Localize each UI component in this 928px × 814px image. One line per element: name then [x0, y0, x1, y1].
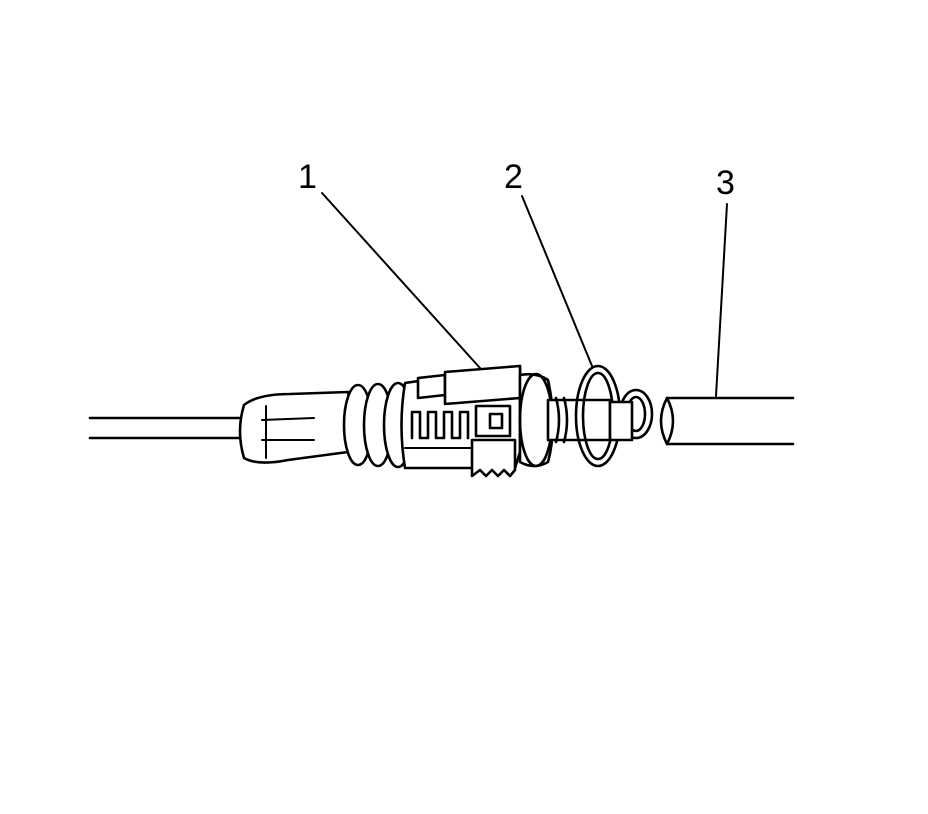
small-ring: [608, 388, 654, 442]
callout-2: 2: [504, 158, 523, 196]
leader-line-2: [521, 195, 593, 367]
terminal-shaft: [546, 396, 612, 444]
terminal-barrel: [659, 396, 795, 446]
leader-line-3: [715, 203, 728, 397]
leader-line-1: [321, 192, 481, 369]
left-wire: [88, 416, 246, 440]
callout-1: 1: [298, 158, 317, 196]
callout-3: 3: [716, 164, 735, 202]
connector-body: [400, 364, 522, 478]
connector-rear-boot: [238, 390, 354, 464]
leader-lines: [321, 192, 728, 397]
